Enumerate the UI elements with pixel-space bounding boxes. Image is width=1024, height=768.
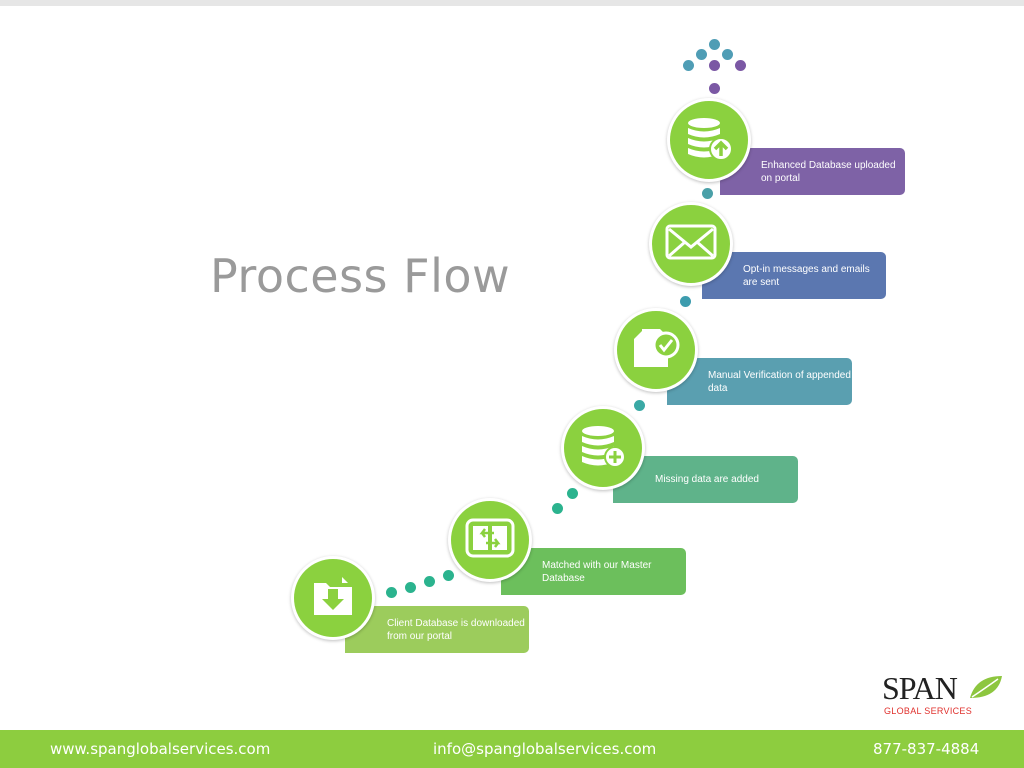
decor-dot [722, 49, 733, 60]
connector-dot [634, 400, 645, 411]
top-strip [0, 0, 1024, 6]
step-3-label: Missing data are added [655, 474, 759, 485]
page-title: Process Flow [210, 249, 511, 303]
step-5-box: Opt-in messages and emails are sent [702, 252, 886, 299]
connector-dot [443, 570, 454, 581]
step-6-circle [667, 98, 751, 182]
connector-dot [567, 488, 578, 499]
decor-dot [709, 60, 720, 71]
step-4-box: Manual Verification of appended data [667, 358, 852, 405]
decor-dot [735, 60, 746, 71]
step-1-label: Client Database is downloaded from our p… [387, 617, 525, 642]
decor-dot [709, 39, 720, 50]
footer-website-link[interactable]: www.spanglobalservices.com [50, 740, 271, 758]
envelope-icon [664, 223, 718, 266]
logo-subtitle: GLOBAL SERVICES [884, 706, 973, 716]
step-6-box: Enhanced Database uploaded on portal [720, 148, 905, 195]
database-upload-icon [684, 114, 734, 167]
step-3-box: Missing data are added [613, 456, 798, 503]
footer-email-link[interactable]: info@spanglobalservices.com [433, 740, 657, 758]
connector-dot [680, 296, 691, 307]
step-3-circle [561, 406, 645, 490]
decor-dot [709, 83, 720, 94]
step-1-box: Client Database is downloaded from our p… [345, 606, 529, 653]
footer-phone: 877-837-4884 [873, 740, 980, 758]
connector-dot [386, 587, 397, 598]
step-6-label: Enhanced Database uploaded on portal [761, 159, 896, 184]
decor-dot [696, 49, 707, 60]
step-4-circle [614, 308, 698, 392]
connector-dot [552, 503, 563, 514]
logo-name: SPAN [882, 670, 958, 706]
footer-bar: www.spanglobalservices.com info@spanglob… [0, 730, 1024, 768]
span-logo: SPAN GLOBAL SERVICES [880, 670, 1010, 720]
decor-dot [683, 60, 694, 71]
connector-dot [405, 582, 416, 593]
folder-download-icon [308, 573, 358, 624]
document-check-icon [630, 325, 682, 376]
file-transfer-icon [464, 516, 516, 565]
step-2-box: Matched with our Master Database [501, 548, 686, 595]
step-5-label: Opt-in messages and emails are sent [743, 263, 870, 288]
step-1-circle [291, 556, 375, 640]
step-2-circle [448, 498, 532, 582]
connector-dot [424, 576, 435, 587]
leaf-icon [970, 676, 1002, 698]
database-add-icon [578, 422, 628, 475]
step-4-label: Manual Verification of appended data [708, 369, 851, 394]
step-5-circle [649, 202, 733, 286]
step-2-label: Matched with our Master Database [542, 559, 652, 584]
connector-dot [702, 188, 713, 199]
